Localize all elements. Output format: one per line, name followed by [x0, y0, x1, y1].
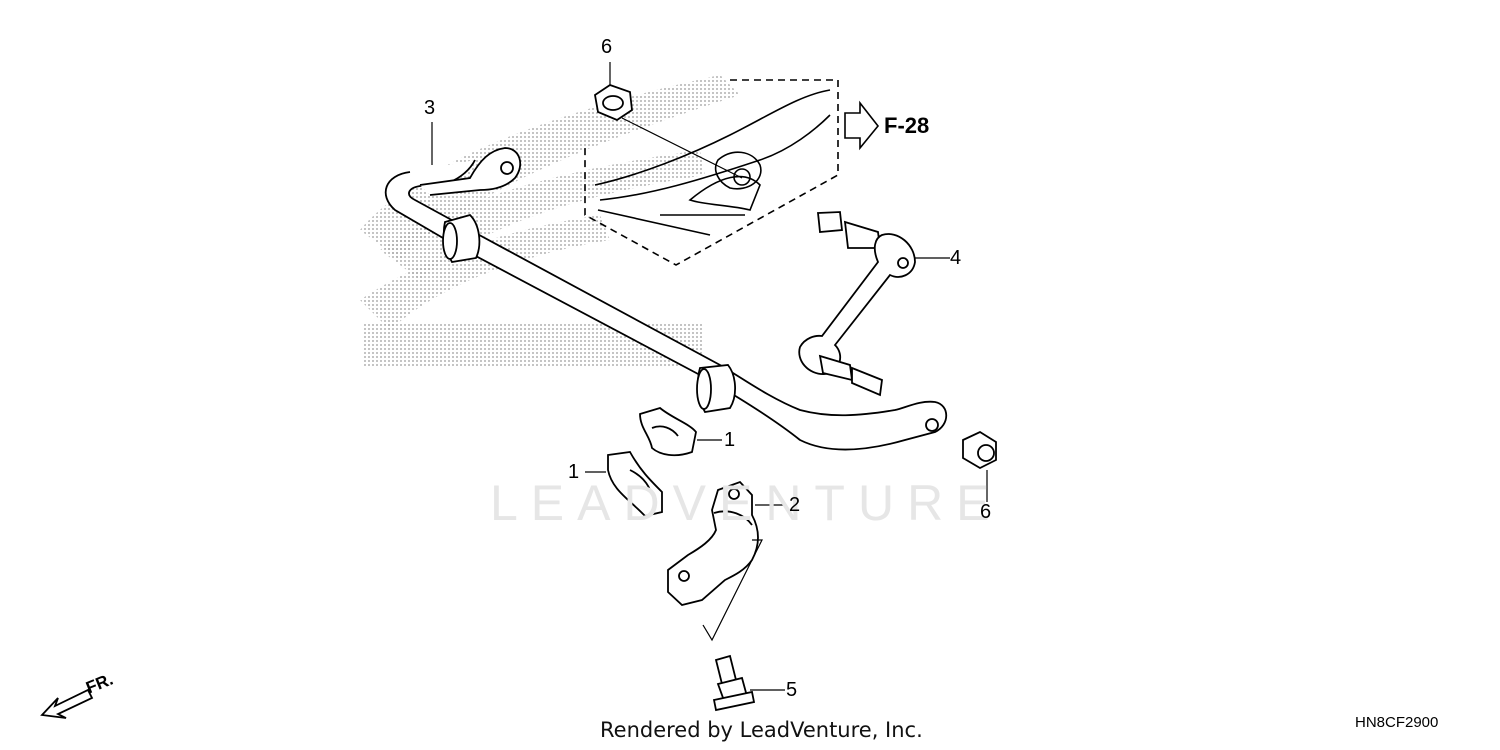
callout-6-top[interactable]: 6	[601, 36, 613, 58]
callout-3[interactable]: 3	[424, 97, 436, 119]
callout-6-right[interactable]: 6	[980, 501, 992, 523]
frame-reference	[584, 79, 839, 266]
reference-page-label[interactable]: F-28	[884, 113, 930, 138]
reference-arrow-icon	[844, 100, 880, 151]
stabilizer-link	[798, 211, 916, 397]
callout-1-upper[interactable]: 1	[724, 429, 736, 451]
front-direction-arrow-icon	[40, 688, 94, 719]
bushing-holder	[667, 480, 759, 606]
stabilizer-bar	[384, 147, 948, 451]
leadventure-watermark: LEADVENTURE	[490, 475, 1003, 531]
callout-1-lower[interactable]: 1	[568, 461, 580, 483]
bushing-upper	[639, 406, 697, 457]
rendered-by-footer: Rendered by LeadVenture, Inc.	[600, 718, 923, 742]
flange-bolt	[712, 654, 756, 712]
callout-5[interactable]: 5	[786, 679, 798, 701]
bushing-lower	[607, 451, 663, 517]
leader-lines	[431, 62, 988, 691]
flange-nut-top	[594, 84, 743, 179]
callout-4[interactable]: 4	[950, 247, 962, 269]
diagram-code: HN8CF2900	[1355, 714, 1439, 731]
flange-nut-right	[962, 430, 997, 470]
callout-2[interactable]: 2	[789, 494, 801, 516]
